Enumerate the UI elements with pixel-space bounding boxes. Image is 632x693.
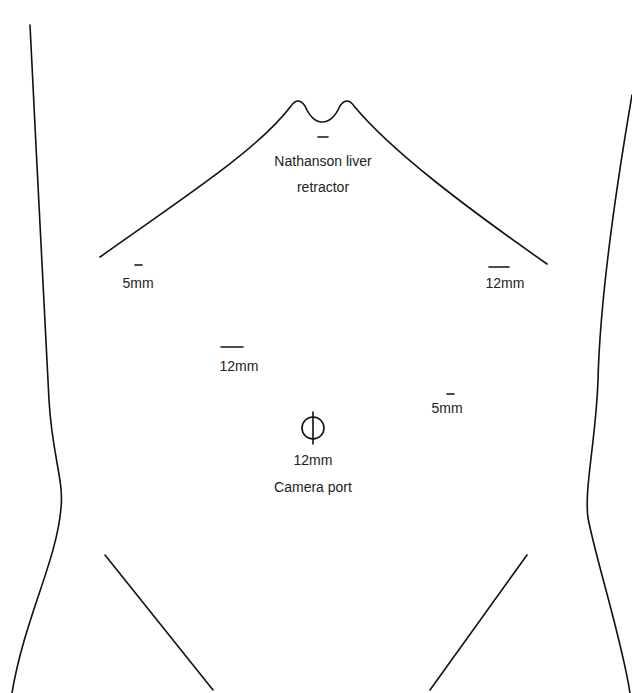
retractor-label: Nathanson liver retractor — [268, 148, 378, 200]
port-label: 12mm — [486, 275, 525, 291]
port-label: 5mm — [122, 275, 153, 291]
body-outline-left — [12, 25, 61, 693]
inguinal-line-left — [105, 555, 213, 690]
port-label: 5mm — [431, 400, 462, 416]
port-mark — [447, 393, 454, 395]
inguinal-line-right — [430, 555, 527, 690]
port-label: Camera port — [274, 479, 352, 495]
port-mark — [135, 264, 142, 266]
port-mark — [221, 346, 243, 348]
port-label: 12mm — [220, 358, 259, 374]
port-mark — [318, 136, 328, 138]
port-mark — [489, 266, 509, 268]
camera-port-symbol — [312, 412, 314, 444]
body-outline-right — [587, 95, 632, 693]
costal-margin — [100, 101, 547, 264]
port-label: 12mm — [294, 452, 333, 468]
